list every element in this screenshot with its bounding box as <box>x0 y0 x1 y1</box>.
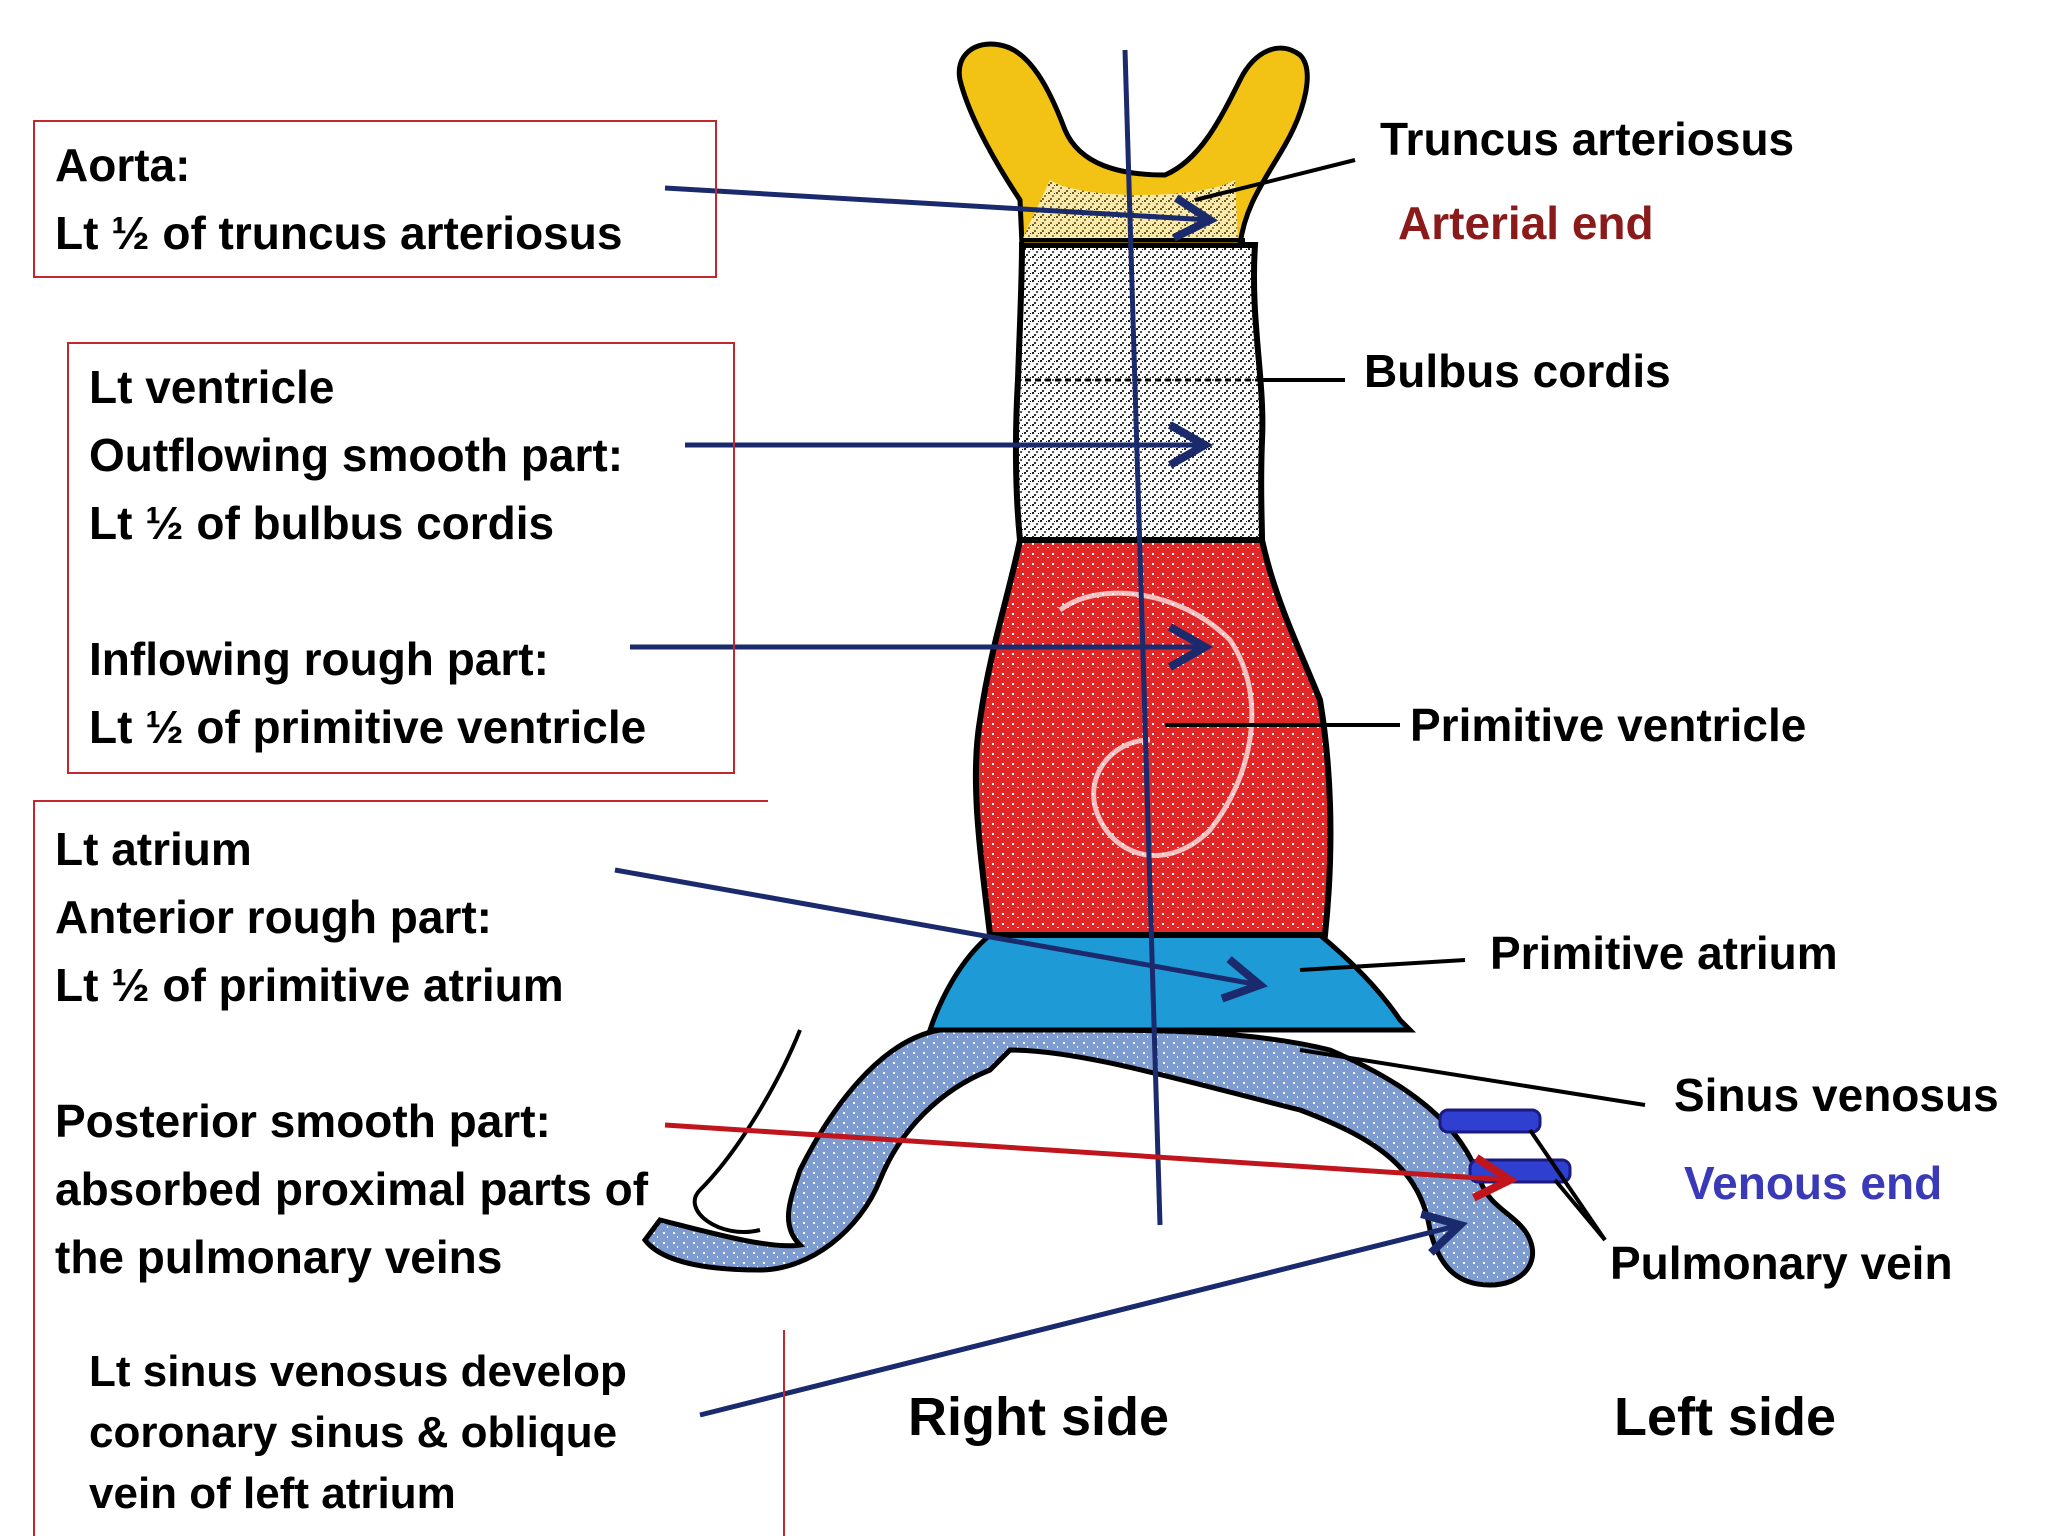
label-right-side: Right side <box>908 1387 1170 1447</box>
aorta-line1: Lt ½ of truncus arteriosus <box>55 207 623 259</box>
label-arterial-end: Arterial end <box>1398 197 1654 249</box>
ventricle-box <box>67 342 735 774</box>
aorta-box <box>33 120 717 278</box>
label-bulbus-cordis: Bulbus cordis <box>1364 345 1671 397</box>
midline <box>1122 49 1163 1226</box>
leader-truncus <box>1194 158 1356 202</box>
sinus-line1: Lt sinus venosus develop <box>89 1347 627 1396</box>
posterior-line1: absorbed proximal parts of <box>55 1163 649 1215</box>
primitive-atrium-shape <box>926 932 1417 1033</box>
anterior-heading: Anterior rough part: <box>55 891 492 943</box>
outflow-heading: Outflowing smooth part: <box>89 429 624 481</box>
leader-sinus <box>1299 1048 1646 1107</box>
anterior-detail: Lt ½ of primitive atrium <box>55 959 564 1011</box>
arrow-sinus <box>699 1210 1468 1418</box>
arrow-anterior-atrium <box>614 867 1268 1003</box>
aorta-title: Aorta: <box>55 139 191 191</box>
label-venous-end: Venous end <box>1684 1157 1943 1209</box>
atrium-title: Lt atrium <box>55 823 252 875</box>
label-primitive-atrium: Primitive atrium <box>1490 927 1838 979</box>
primitive-ventricle-shape <box>972 537 1334 938</box>
atrium-box-top <box>33 800 768 802</box>
label-pulmonary-vein: Pulmonary vein <box>1610 1237 1953 1289</box>
leader-atrium <box>1299 958 1466 972</box>
label-sinus-venosus: Sinus venosus <box>1674 1069 1999 1121</box>
inflow-detail: Lt ½ of primitive ventricle <box>89 701 647 753</box>
inflow-heading: Inflowing rough part: <box>89 633 549 685</box>
leader-pv1 <box>1528 1128 1607 1242</box>
label-primitive-ventricle: Primitive ventricle <box>1410 699 1807 751</box>
arrow-posterior-atrium <box>664 1122 1519 1202</box>
posterior-heading: Posterior smooth part: <box>55 1095 551 1147</box>
sinus-box-right <box>783 1330 785 1536</box>
posterior-line2: the pulmonary veins <box>55 1231 503 1283</box>
ventricle-title: Lt ventricle <box>89 361 335 413</box>
sinus-line3: vein of left atrium <box>89 1469 456 1518</box>
arrow-aorta <box>664 185 1219 242</box>
leader-pv2 <box>1553 1178 1607 1242</box>
label-truncus-arteriosus: Truncus arteriosus <box>1380 113 1795 165</box>
sinus-line2: coronary sinus & oblique <box>89 1408 618 1457</box>
outflow-detail: Lt ½ of bulbus cordis <box>89 497 555 549</box>
label-left-side: Left side <box>1614 1387 1837 1447</box>
sinus-venosus-shape <box>641 1027 1536 1288</box>
atrium-box-left <box>33 800 35 1536</box>
